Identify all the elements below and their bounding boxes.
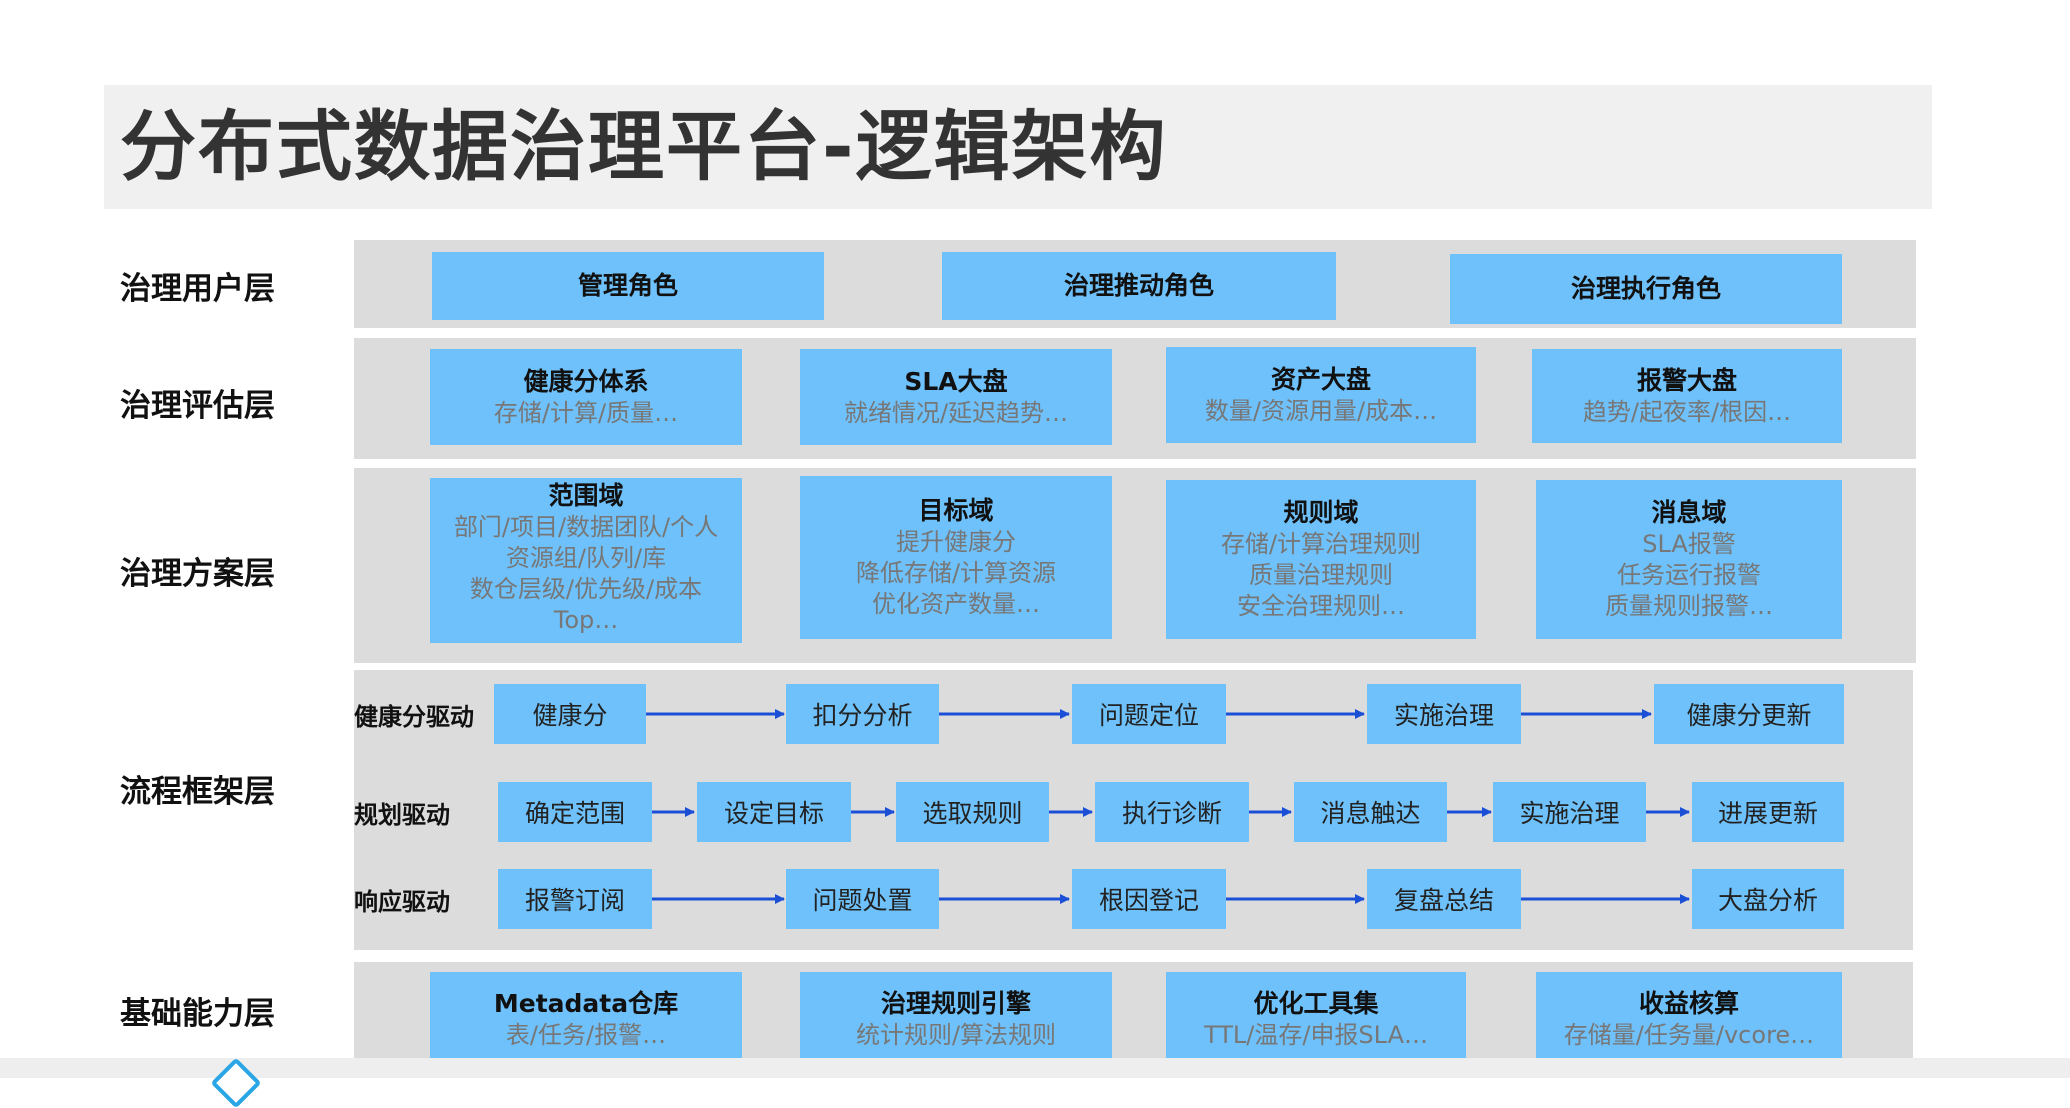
base-title: 收益核算 (1638, 988, 1739, 1018)
role-box-promoter: 治理推动角色 (942, 252, 1336, 320)
flow-label-response: 响应驱动 (354, 888, 450, 916)
flow-step: 问题处置 (786, 869, 939, 929)
role-title: 治理推动角色 (1063, 271, 1214, 300)
layer-label-eval: 治理评估层 (120, 388, 275, 424)
flow-step: 确定范围 (498, 782, 652, 842)
base-box-tools: 优化工具集 TTL/温存/申报SLA… (1166, 972, 1466, 1066)
flow-step: 报警订阅 (498, 869, 652, 929)
plan-line: 部门/项目/数据团队/个人 (453, 513, 719, 541)
layer-label-user: 治理用户层 (120, 271, 275, 307)
eval-sub: 存储/计算/质量… (493, 398, 679, 427)
plan-box-scope: 范围域 部门/项目/数据团队/个人 资源组/队列/库 数仓层级/优先级/成本 T… (430, 478, 742, 643)
plan-line: 安全治理规则… (1237, 592, 1405, 620)
flow-step: 健康分更新 (1654, 684, 1844, 744)
title-bar: 分布式数据治理平台-逻辑架构 (104, 85, 1932, 209)
flow-step: 根因登记 (1072, 869, 1226, 929)
flow-step: 消息触达 (1294, 782, 1447, 842)
eval-title: 资产大盘 (1270, 364, 1371, 394)
layer-label-flow: 流程框架层 (120, 774, 275, 810)
plan-line: 数仓层级/优先级/成本 (469, 575, 703, 603)
eval-sub: 数量/资源用量/成本… (1204, 396, 1438, 425)
role-title: 管理角色 (577, 271, 678, 300)
plan-line: 存储/计算治理规则 (1220, 530, 1422, 558)
base-box-engine: 治理规则引擎 统计规则/算法规则 (800, 972, 1112, 1066)
base-box-benefit: 收益核算 存储量/任务量/vcore… (1536, 972, 1842, 1066)
eval-box-alert: 报警大盘 趋势/起夜率/根因… (1532, 349, 1842, 443)
base-sub: 表/任务/报警… (505, 1020, 667, 1049)
flow-label-plan: 规划驱动 (354, 801, 450, 829)
plan-box-rule: 规则域 存储/计算治理规则 质量治理规则 安全治理规则… (1166, 480, 1476, 639)
role-title: 治理执行角色 (1570, 274, 1721, 303)
plan-title: 消息域 (1651, 498, 1727, 527)
flow-arrows (646, 709, 1690, 904)
bottom-strip (0, 1058, 2070, 1078)
eval-title: SLA大盘 (904, 366, 1008, 396)
flow-step: 实施治理 (1493, 782, 1646, 842)
role-box-admin: 管理角色 (432, 252, 824, 320)
role-box-executor: 治理执行角色 (1450, 254, 1842, 324)
plan-line: 质量治理规则 (1249, 561, 1393, 589)
layer-label-plan: 治理方案层 (120, 556, 275, 592)
plan-line: 任务运行报警 (1617, 561, 1761, 589)
plan-line: 资源组/队列/库 (505, 544, 667, 572)
eval-sub: 趋势/起夜率/根因… (1582, 397, 1792, 426)
layer-label-base: 基础能力层 (120, 996, 275, 1032)
flow-step: 大盘分析 (1692, 869, 1844, 929)
eval-box-health: 健康分体系 存储/计算/质量… (430, 349, 742, 445)
plan-title: 规则域 (1283, 498, 1359, 527)
base-sub: 存储量/任务量/vcore… (1563, 1020, 1815, 1049)
flow-step: 进展更新 (1692, 782, 1844, 842)
plan-box-message: 消息域 SLA报警 任务运行报警 质量规则报警… (1536, 480, 1842, 639)
base-sub: TTL/温存/申报SLA… (1203, 1020, 1428, 1049)
base-sub: 统计规则/算法规则 (855, 1020, 1057, 1049)
flow-step: 健康分 (494, 684, 646, 744)
flow-label-health: 健康分驱动 (354, 703, 474, 731)
base-title: 治理规则引擎 (880, 988, 1031, 1018)
plan-title: 范围域 (548, 481, 624, 510)
page-title: 分布式数据治理平台-逻辑架构 (120, 102, 1168, 191)
plan-line: 提升健康分 (896, 528, 1016, 556)
base-box-metadata: Metadata仓库 表/任务/报警… (430, 972, 742, 1066)
plan-line: 优化资产数量… (872, 590, 1040, 618)
eval-box-sla: SLA大盘 就绪情况/延迟趋势… (800, 349, 1112, 445)
plan-line: SLA报警 (1642, 530, 1736, 558)
flow-step: 复盘总结 (1367, 869, 1521, 929)
plan-line: 质量规则报警… (1605, 592, 1773, 620)
flow-step: 执行诊断 (1095, 782, 1249, 842)
plan-box-goal: 目标域 提升健康分 降低存储/计算资源 优化资产数量… (800, 476, 1112, 639)
base-title: Metadata仓库 (493, 988, 679, 1018)
eval-title: 健康分体系 (523, 366, 649, 396)
base-title: 优化工具集 (1253, 988, 1379, 1018)
plan-title: 目标域 (918, 496, 994, 525)
flow-step: 设定目标 (697, 782, 851, 842)
eval-sub: 就绪情况/延迟趋势… (843, 398, 1069, 427)
eval-box-asset: 资产大盘 数量/资源用量/成本… (1166, 347, 1476, 443)
flow-step: 选取规则 (896, 782, 1049, 842)
eval-title: 报警大盘 (1636, 365, 1737, 395)
plan-line: Top… (553, 606, 619, 634)
plan-line: 降低存储/计算资源 (855, 559, 1057, 587)
flow-step: 实施治理 (1367, 684, 1521, 744)
flow-step: 问题定位 (1072, 684, 1226, 744)
flow-step: 扣分分析 (786, 684, 939, 744)
